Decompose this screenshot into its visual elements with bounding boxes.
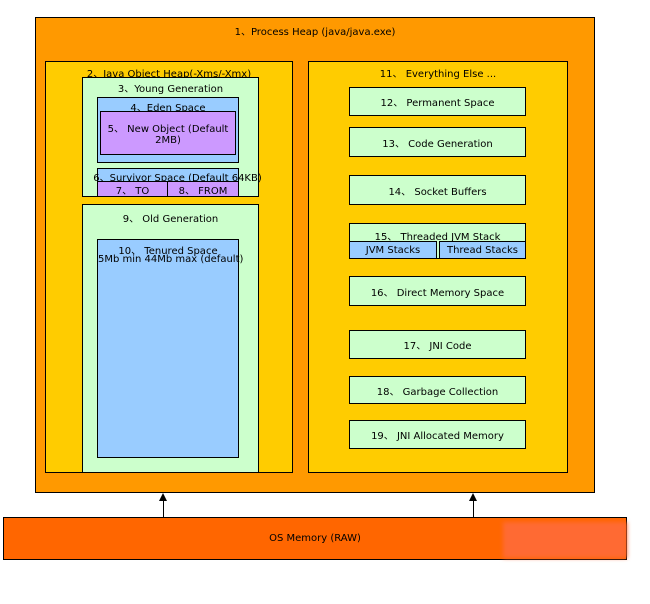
arrow-up-right-shaft xyxy=(473,500,474,523)
jni-code-label: 17、 JNI Code xyxy=(403,341,472,352)
code-generation-box: 13、 Code Generation xyxy=(349,127,526,157)
arrow-up-left-shaft xyxy=(163,500,164,523)
jni-allocated-memory-label: 19、 JNI Allocated Memory xyxy=(371,431,504,442)
arrow-up-right-head xyxy=(469,493,477,501)
garbage-collection-label: 18、 Garbage Collection xyxy=(376,386,499,398)
code-generation-label: 13、 Code Generation xyxy=(382,138,493,150)
tenured-space-size-label: 5Mb min 44Mb max (default) xyxy=(98,254,244,265)
process-heap-label: 1、Process Heap (java/java.exe) xyxy=(234,27,396,38)
socket-buffers-label: 14、 Socket Buffers xyxy=(388,186,487,198)
tenured-space-box: 10、 Tenured Space 5Mb min 44Mb max (defa… xyxy=(97,239,244,458)
thread-stacks-label: Thread Stacks xyxy=(446,244,519,256)
everything-else-label: 11、 Everything Else ... xyxy=(379,69,497,80)
java-object-heap-label: 2、Java Object Heap(-Xms/-Xmx) xyxy=(86,69,252,80)
jvm-stacks-label: JVM Stacks xyxy=(365,244,421,256)
os-memory-label: OS Memory (RAW) xyxy=(269,533,361,544)
permanent-space-box: 12、 Permanent Space xyxy=(349,87,526,116)
threaded-jvm-stack-label: 15、 Threaded JVM Stack xyxy=(374,232,501,243)
eden-space-label: 4、Eden Space xyxy=(130,103,206,114)
jni-code-box: 17、 JNI Code xyxy=(349,330,526,359)
arrow-up-left-head xyxy=(159,493,167,501)
survivor-to-box: 7、 TO xyxy=(97,181,168,197)
thread-stacks-box: Thread Stacks xyxy=(439,241,526,259)
permanent-space-label: 12、 Permanent Space xyxy=(380,98,495,109)
direct-memory-space-label: 16、 Direct Memory Space xyxy=(370,287,505,299)
old-generation-label: 9、 Old Generation xyxy=(122,214,219,225)
survivor-space-label: 6、Survivor Space (Default 64KB) xyxy=(93,173,262,184)
survivor-to-label: 7、 TO xyxy=(115,185,150,197)
survivor-from-box: 8、 FROM xyxy=(167,181,239,197)
everything-else-box: 11、 Everything Else ... xyxy=(308,61,568,473)
direct-memory-space-box: 16、 Direct Memory Space xyxy=(349,276,526,306)
new-object-label: 5、 New Object (Default 2MB) xyxy=(107,124,229,146)
jvm-stacks-box: JVM Stacks xyxy=(349,241,437,259)
jni-allocated-memory-box: 19、 JNI Allocated Memory xyxy=(349,420,526,449)
survivor-from-label: 8、 FROM xyxy=(178,185,228,197)
garbage-collection-box: 18、 Garbage Collection xyxy=(349,376,526,404)
redaction-patch xyxy=(503,522,627,558)
socket-buffers-box: 14、 Socket Buffers xyxy=(349,175,526,205)
young-generation-label: 3、Young Generation xyxy=(117,84,224,95)
tenured-space-label: 10、 Tenured Space xyxy=(118,246,218,257)
new-object-box: 5、 New Object (Default 2MB) xyxy=(100,111,236,155)
